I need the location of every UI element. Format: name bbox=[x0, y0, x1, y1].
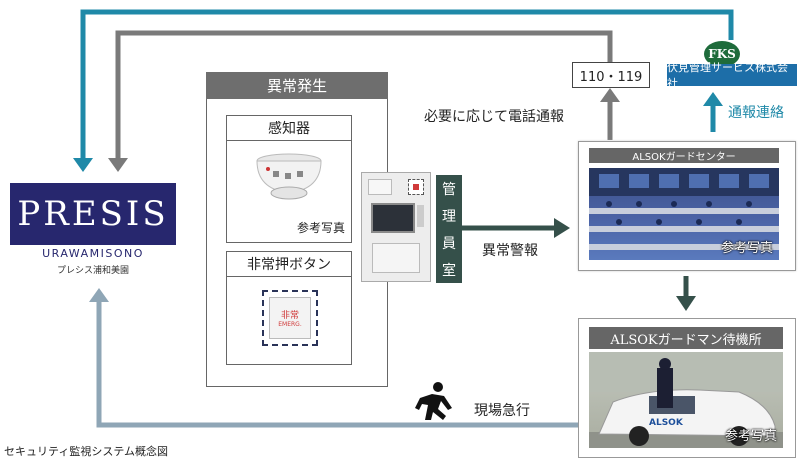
emergency-button-face-line2: EMERG. bbox=[278, 321, 301, 328]
control-panel-device bbox=[361, 172, 431, 282]
sensor-title: 感知器 bbox=[227, 116, 351, 141]
management-char-2: 理 bbox=[442, 206, 456, 226]
management-char-3: 員 bbox=[442, 233, 456, 253]
diagram-caption: セキュリティ監視システム概念図 bbox=[4, 443, 168, 459]
presis-logo: PRESIS bbox=[10, 183, 176, 245]
alsok-guard-ref: 参考写真 bbox=[725, 425, 777, 444]
abnormal-title: 異常発生 bbox=[206, 72, 388, 99]
alsok-center-title: ALSOKガードセンター bbox=[589, 148, 779, 163]
smoke-detector-image bbox=[227, 141, 351, 221]
management-char-4: 室 bbox=[442, 260, 456, 280]
alsok-car-text: ALSOK bbox=[649, 418, 683, 428]
emergency-numbers-box: 110・119 bbox=[572, 62, 650, 88]
emergency-button-box: 非常押ボタン 非常 EMERG. bbox=[226, 251, 352, 365]
center-to-guard-arrowhead bbox=[676, 296, 696, 311]
emergency-button-face-line1: 非常 bbox=[281, 308, 299, 321]
alsok-guard-title: ALSOKガードマン待機所 bbox=[589, 327, 783, 349]
presis-subtitle-jp: プレシス浦和美園 bbox=[10, 263, 176, 276]
presis-logo-word: PRESIS bbox=[17, 194, 168, 234]
running-man-icon bbox=[415, 382, 452, 420]
emergency-button-title: 非常押ボタン bbox=[227, 252, 351, 277]
sensor-box: 感知器 参考写真 bbox=[226, 115, 352, 243]
center-to-emergency-arrowhead bbox=[600, 88, 620, 102]
emergency-to-presis-arrowhead bbox=[108, 158, 128, 172]
phone-report-label: 必要に応じて電話通報 bbox=[424, 106, 564, 126]
rush-label: 現場急行 bbox=[474, 400, 530, 420]
presis-subtitle-en: URAWAMISONO bbox=[10, 247, 176, 260]
management-char-1: 管 bbox=[442, 179, 456, 199]
device-screen bbox=[371, 203, 415, 233]
management-office-label: 管 理 員 室 bbox=[436, 175, 462, 283]
fks-company-name: 伏見管理サービス株式会社 bbox=[667, 64, 797, 86]
emergency-button-image: 非常 EMERG. bbox=[262, 290, 318, 346]
sensor-ref-label: 参考写真 bbox=[297, 219, 345, 236]
contact-label: 通報連絡 bbox=[728, 102, 784, 122]
rush-arrowhead bbox=[89, 288, 109, 302]
alsok-center-ref: 参考写真 bbox=[721, 237, 773, 256]
alsok-guard-photo: ALSOK 参考写真 bbox=[589, 352, 783, 448]
alsok-center-photo: 参考写真 bbox=[589, 168, 779, 260]
fks-to-presis-arrowhead bbox=[73, 158, 93, 172]
alarm-arrowhead bbox=[554, 218, 570, 238]
center-to-fks-arrowhead bbox=[703, 92, 723, 106]
alarm-label: 異常警報 bbox=[482, 240, 538, 260]
